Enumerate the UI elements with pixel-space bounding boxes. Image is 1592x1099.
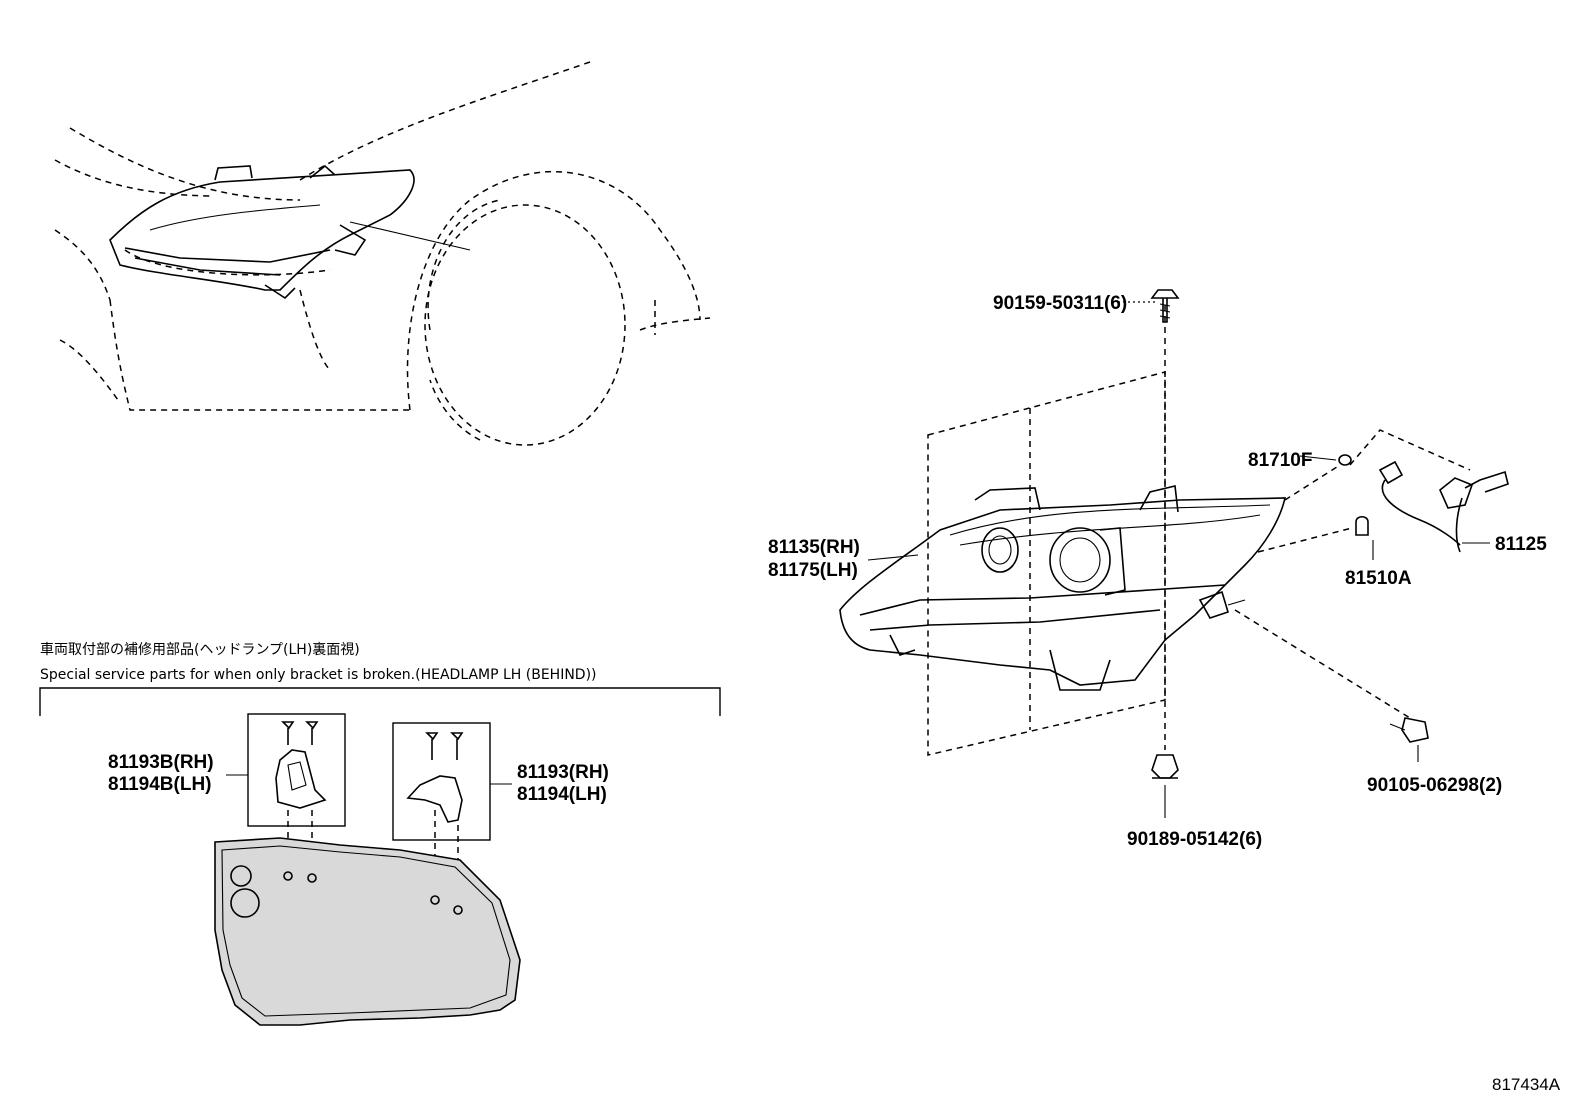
- service-parts-section: [39, 687, 721, 1026]
- label-90105-06298: 90105-06298(2): [1367, 775, 1502, 796]
- figure-id: 817434A: [1492, 1075, 1561, 1094]
- label-81510A: 81510A: [1345, 568, 1412, 589]
- label-81193B-rh: 81193B(RH): [108, 752, 214, 773]
- label-81125: 81125: [1495, 534, 1547, 555]
- label-81135-rh: 81135(RH): [768, 537, 860, 558]
- label-90159-50311: 90159-50311(6): [993, 293, 1127, 314]
- label-90189-05142: 90189-05142(6): [1127, 829, 1262, 850]
- label-81175-lh: 81175(LH): [768, 560, 858, 581]
- headlamp-exploded-view: [839, 289, 1509, 779]
- label-81194-lh: 81194(LH): [517, 784, 607, 805]
- car-front-illustration: [54, 61, 711, 446]
- label-leaders: [867, 301, 1490, 818]
- label-81710F: 81710F: [1248, 450, 1312, 471]
- note-english: Special service parts for when only brac…: [40, 667, 597, 683]
- label-81194B-lh: 81194B(LH): [108, 774, 212, 795]
- note-japanese: 車両取付部の補修用部品(ヘッドランプ(LH)裏面視): [40, 641, 360, 658]
- label-81193-rh: 81193(RH): [517, 762, 609, 783]
